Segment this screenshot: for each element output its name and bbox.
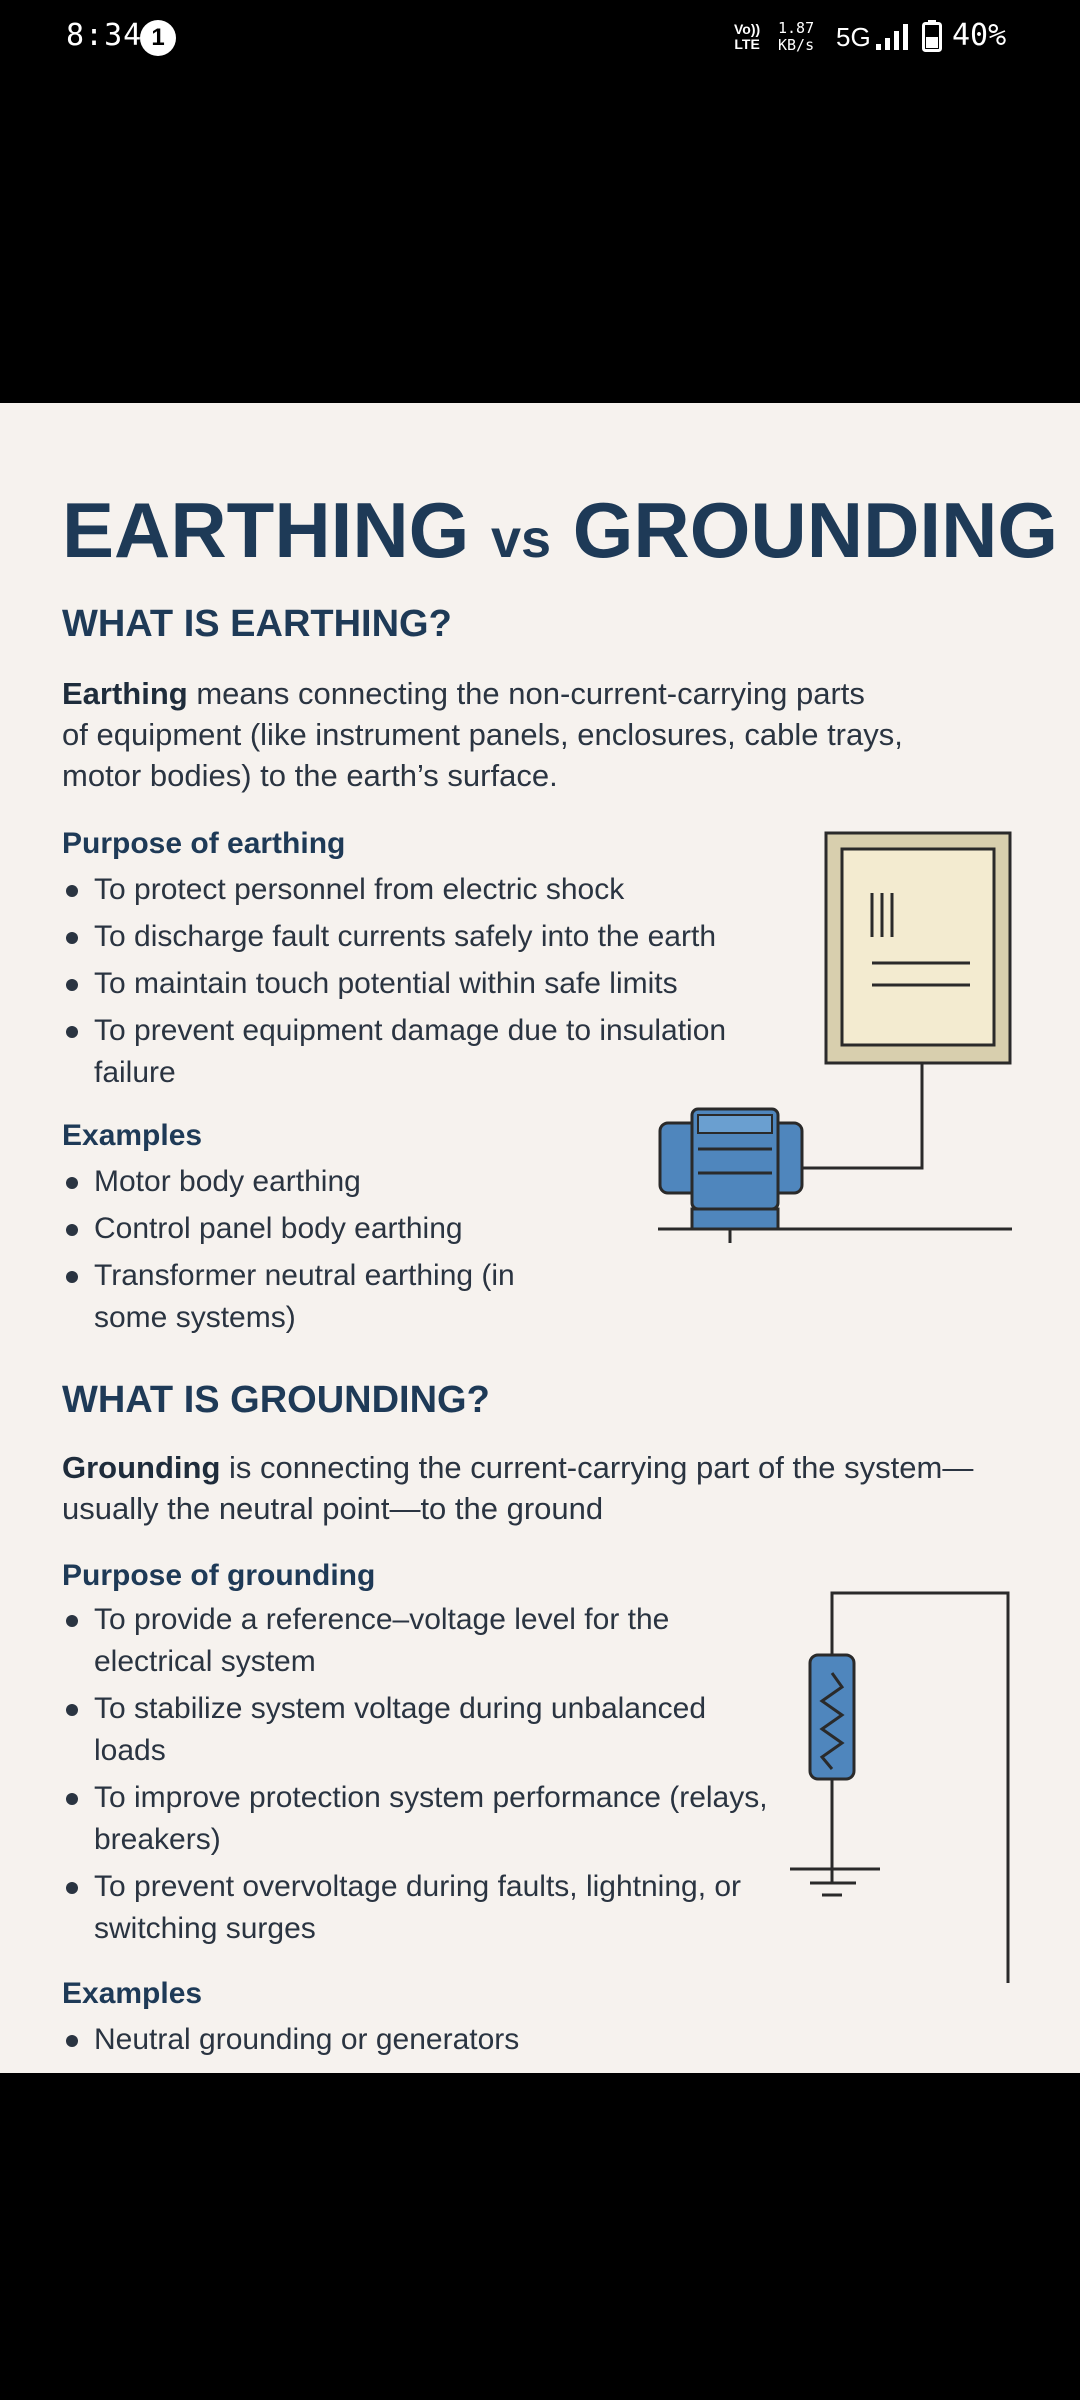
grounding-intro-line2: usually the neutral point—to the ground [62, 1491, 604, 1526]
volte-bottom-label: LTE [734, 36, 760, 52]
list-item: To prevent equipment damage due to insul… [62, 1010, 782, 1094]
earthing-intro-line2: of equipment (like instrument panels, en… [62, 717, 903, 752]
signal-icon [876, 24, 908, 50]
grounding-purpose-heading: Purpose of grounding [62, 1559, 376, 1592]
list-item: To prevent overvoltage during faults, li… [62, 1866, 782, 1950]
grounding-examples-list: Neutral grounding or generators [62, 2019, 782, 2066]
title-vs: vs [491, 509, 552, 569]
earthing-examples-heading: Examples [62, 1119, 203, 1152]
earthing-heading: WHAT IS EARTHING? [62, 603, 452, 645]
resistor-icon [808, 1653, 856, 1781]
network-speed-unit: KB/s [778, 36, 815, 54]
earthing-intro-bold: Earthing [62, 676, 188, 711]
list-item: To maintain touch potential within safe … [62, 963, 782, 1005]
earthing-examples-list: Motor body earthing Control panel body e… [62, 1161, 542, 1344]
earthing-intro-line1: means connecting the non-current-carryin… [187, 676, 865, 711]
motor-icon [658, 1107, 804, 1231]
network-type: 5G [836, 22, 871, 52]
grounding-intro-line1: is connecting the current-carrying part … [220, 1450, 974, 1485]
volte-top-label: Vo)) [734, 21, 761, 37]
grounding-intro: Grounding is connecting the current-carr… [62, 1447, 1022, 1529]
earthing-intro: Earthing means connecting the non-curren… [62, 673, 1022, 796]
title-earthing: EARTHING [62, 486, 470, 574]
grounding-examples-heading: Examples [62, 1977, 203, 2010]
ground-symbol-icon [790, 1779, 880, 1897]
list-item: To improve protection system performance… [62, 1777, 782, 1861]
earthing-diagram [658, 831, 1012, 1243]
title-grounding: GROUNDING [572, 486, 1059, 574]
bottom-black-area [0, 2073, 1080, 2400]
ground-symbol-icon [728, 1229, 732, 1243]
list-item: Neutral grounding or generators [62, 2019, 782, 2061]
grounding-purpose-list: To provide a reference–voltage level for… [62, 1599, 782, 1955]
list-item: To provide a reference–voltage level for… [62, 1599, 782, 1683]
list-item: To stabilize system voltage during unbal… [62, 1688, 782, 1772]
earthing-intro-line3: motor bodies) to the earth’s surface. [62, 758, 558, 793]
list-item: To protect personnel from electric shock [62, 869, 782, 911]
grounding-diagram [790, 1591, 1010, 1983]
earthing-purpose-list: To protect personnel from electric shock… [62, 869, 782, 1099]
notification-count-badge[interactable]: 1 [140, 20, 176, 56]
grounding-heading: WHAT IS GROUNDING? [62, 1379, 490, 1421]
status-bar: 8:34 1 Vo)) LTE 1.87 KB/s 5G 40% [0, 0, 1080, 80]
earthing-purpose-heading: Purpose of earthing [62, 827, 346, 860]
list-item: Motor body earthing [62, 1161, 542, 1203]
network-speed: 1.87 KB/s [778, 20, 814, 54]
grounding-intro-bold: Grounding [62, 1450, 221, 1485]
list-item: To discharge fault currents safely into … [62, 916, 782, 958]
list-item: Transformer neutral earthing (in some sy… [62, 1255, 542, 1339]
battery-percentage: 40% [952, 18, 1007, 53]
page-title: EARTHING vs GROUNDING [62, 485, 1058, 576]
volte-indicator: Vo)) LTE [734, 22, 760, 52]
article-image[interactable]: EARTHING vs GROUNDING WHAT IS EARTHING? … [0, 403, 1080, 2073]
control-panel-icon [824, 831, 1012, 1065]
status-time: 8:34 [66, 18, 143, 53]
battery-icon [922, 20, 942, 52]
list-item: Control panel body earthing [62, 1208, 542, 1250]
network-speed-value: 1.87 [778, 19, 815, 37]
